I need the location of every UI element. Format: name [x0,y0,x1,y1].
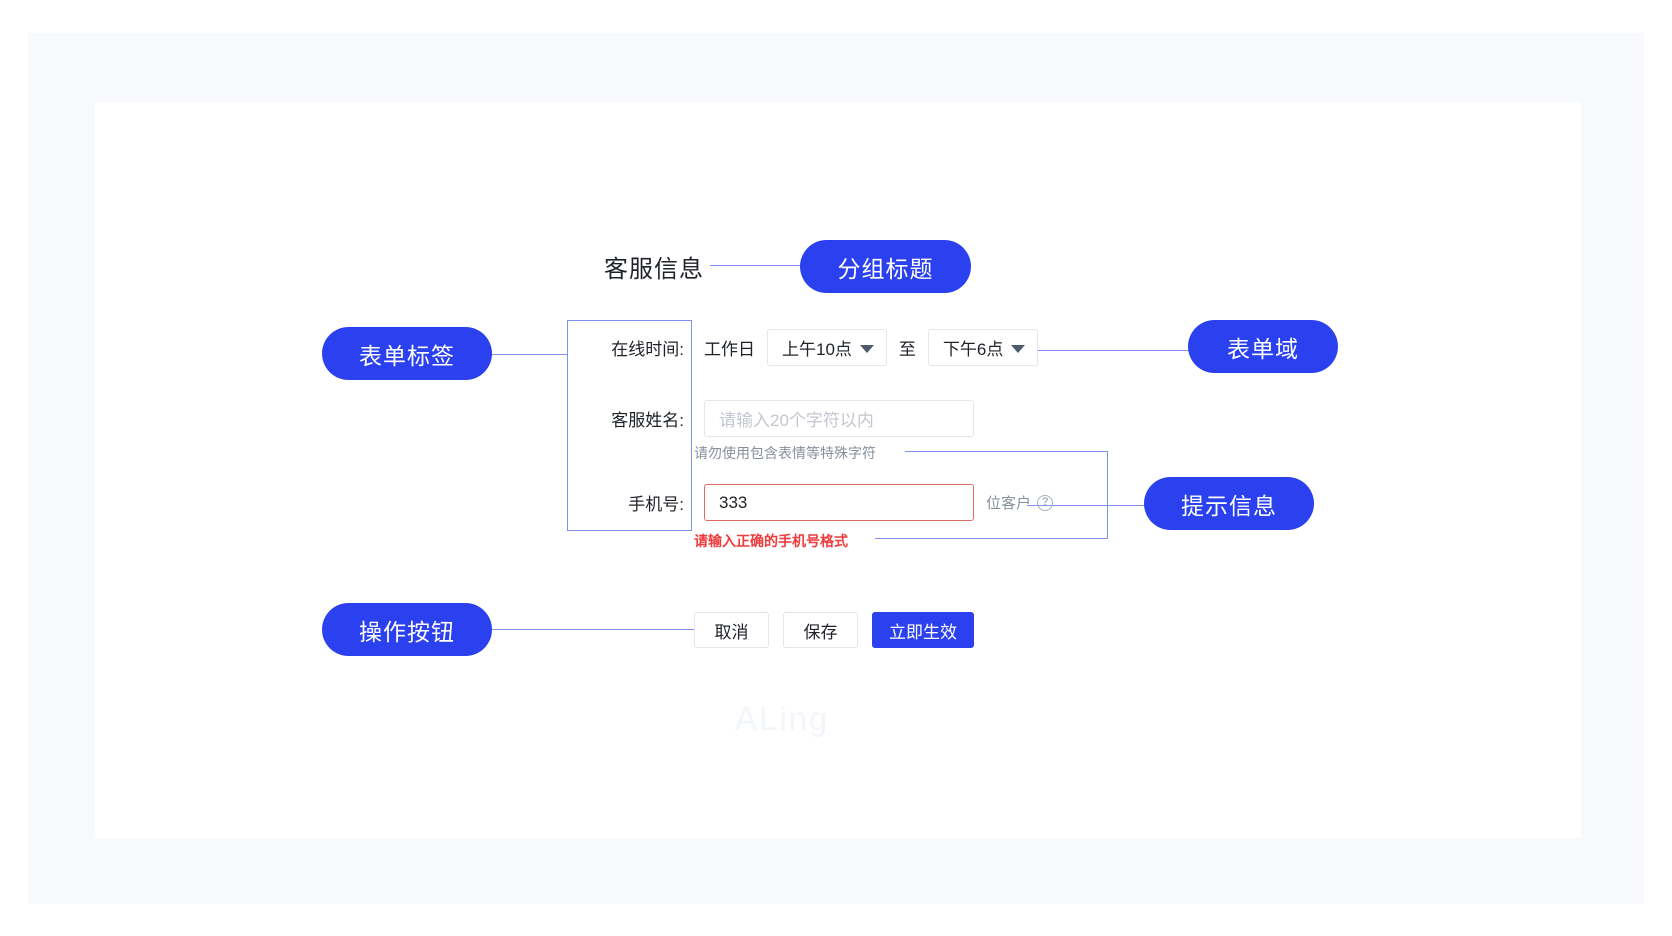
annotation-form-field: 表单域 [1188,320,1338,373]
cancel-button[interactable]: 取消 [694,612,769,648]
end-time-value: 下午6点 [942,340,1004,359]
form-label-column-outline [567,320,692,531]
watermark: ALing [735,700,830,737]
connector-line-tip-bottom [875,538,1108,539]
form-row-phone: 手机号: 333 位客户 ? [567,484,1054,521]
connector-line-form-label [492,354,567,355]
form-actions: 取消 保存 立即生效 [694,612,974,648]
connector-line-group-title [710,265,803,266]
phone-suffix: 位客户 ? [986,492,1054,513]
annotation-action-buttons: 操作按钮 [322,603,492,656]
group-title: 客服信息 [604,256,704,283]
phone-error-text: 请输入正确的手机号格式 [694,533,848,549]
connector-line-tip-top [905,451,1108,452]
connector-line-tip-info [1027,505,1147,506]
form-card [95,102,1581,838]
agent-name-help-text: 请勿使用包含表情等特殊字符 [694,445,876,461]
form-label-agent-name: 客服姓名: [611,411,684,430]
phone-suffix-text: 位客户 [986,495,1032,512]
connector-line-form-field [1038,350,1190,351]
question-circle-icon[interactable]: ? [1037,494,1054,511]
chevron-down-icon [859,344,874,353]
apply-button[interactable]: 立即生效 [872,612,974,648]
save-button[interactable]: 保存 [783,612,858,648]
form-row-agent-name: 客服姓名: 请输入20个字符以内 [567,400,974,437]
form-label-online-time: 在线时间: [611,340,684,359]
phone-input[interactable]: 333 [704,484,974,521]
annotation-group-title: 分组标题 [800,240,971,293]
start-time-value: 上午10点 [782,340,852,359]
end-time-select[interactable]: 下午6点 [927,329,1039,366]
agent-name-input[interactable]: 请输入20个字符以内 [704,400,974,437]
connector-line-tip-vertical [1107,451,1108,538]
chevron-down-icon [1011,344,1026,353]
annotation-tip-info: 提示信息 [1144,477,1314,530]
annotation-form-label: 表单标签 [322,327,492,380]
connector-line-action [492,629,694,630]
weekday-text: 工作日 [704,340,755,359]
start-time-select[interactable]: 上午10点 [767,329,887,366]
form-row-online-time: 在线时间: 工作日 上午10点 至 下午6点 [567,329,1039,366]
form-label-phone: 手机号: [628,495,684,514]
time-separator: 至 [898,340,916,359]
